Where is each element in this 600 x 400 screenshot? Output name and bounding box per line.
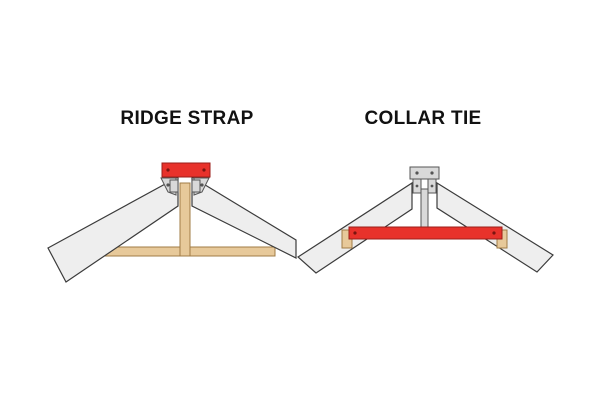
post-clip-left (169, 179, 179, 193)
ridge-strap (161, 162, 211, 178)
hanger-nail (430, 184, 434, 188)
strap-nail (202, 168, 206, 172)
collar-tie-board (348, 226, 503, 240)
hanger-nail (200, 183, 204, 187)
vertical-connector (420, 188, 429, 230)
hanger-nail (166, 183, 170, 187)
right-rafter (191, 175, 297, 259)
king-post (179, 182, 191, 257)
collar-tie-diagram (297, 166, 554, 274)
ridge-plate (409, 166, 440, 180)
plate-nail (415, 171, 419, 175)
plate-nail (430, 171, 434, 175)
left-rafter (47, 175, 179, 283)
ridge-strap-diagram (47, 162, 297, 283)
post-clip-right (191, 179, 201, 193)
ridge-strap-title: RIDGE STRAP (120, 108, 254, 129)
hanger-nail (415, 184, 419, 188)
collar-nail (492, 231, 496, 235)
collar-tie-title: COLLAR TIE (364, 108, 482, 129)
collar-nail (353, 231, 357, 235)
strap-nail (166, 168, 170, 172)
